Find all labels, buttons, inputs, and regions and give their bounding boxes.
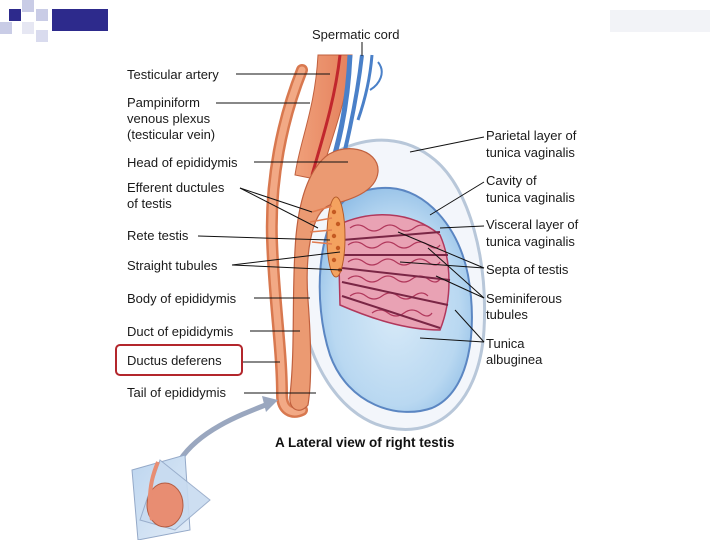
label-ductus-deferens: Ductus deferens [127,353,222,368]
label-cavity-line1: Cavity of [486,173,537,188]
label-duct-of-epididymis: Duct of epididymis [127,324,234,339]
label-parietal-line2: tunica vaginalis [486,145,575,160]
orientation-inset [131,454,211,540]
highlight-box-ductus-deferens [115,344,243,376]
spermatic-cord [294,54,383,181]
label-straight-tubules: Straight tubules [127,258,218,273]
label-tunica-line2: albuginea [486,352,543,367]
deco-square [0,22,12,34]
label-pampiniform-line3: (testicular vein) [127,127,215,142]
label-seminiferous-line2: tubules [486,307,528,322]
label-pampiniform-line2: venous plexus [127,111,211,126]
right-leader-lines [397,136,485,343]
label-head-of-epididymis: Head of epididymis [127,155,238,170]
label-visceral-line2: tunica vaginalis [486,234,575,249]
ductus-deferens-tube [265,64,308,418]
deco-bar [52,9,108,31]
label-cavity-line2: tunica vaginalis [486,190,575,205]
label-septa-of-testis: Septa of testis [486,262,569,277]
deco-square [9,9,21,21]
label-testicular-artery: Testicular artery [127,67,219,82]
label-parietal-line1: Parietal layer of [486,128,577,143]
label-tail-of-epididymis: Tail of epididymis [127,385,226,400]
deco-square [36,30,48,42]
orientation-arrow [177,396,278,462]
deco-square [22,22,34,34]
left-leader-lines [197,42,363,394]
label-seminiferous-line1: Seminiferous [486,291,562,306]
label-visceral-line1: Visceral layer of [486,217,579,232]
label-tunica-line1: Tunica [486,336,525,351]
deco-square [36,9,48,21]
label-body-of-epididymis: Body of epididymis [127,291,237,306]
testis-body [318,186,473,413]
label-pampiniform-line1: Pampiniform [127,95,200,110]
diagram-caption: A Lateral view of right testis [275,435,455,450]
slide-decoration-bar-right [610,10,710,32]
label-efferent-line1: Efferent ductules [127,180,225,195]
label-spermatic-cord: Spermatic cord [312,27,399,42]
deco-square [22,0,34,12]
label-rete-testis: Rete testis [127,228,189,243]
epididymis [289,148,379,411]
label-efferent-line2: of testis [127,196,172,211]
slide-decoration-squares [0,0,110,46]
